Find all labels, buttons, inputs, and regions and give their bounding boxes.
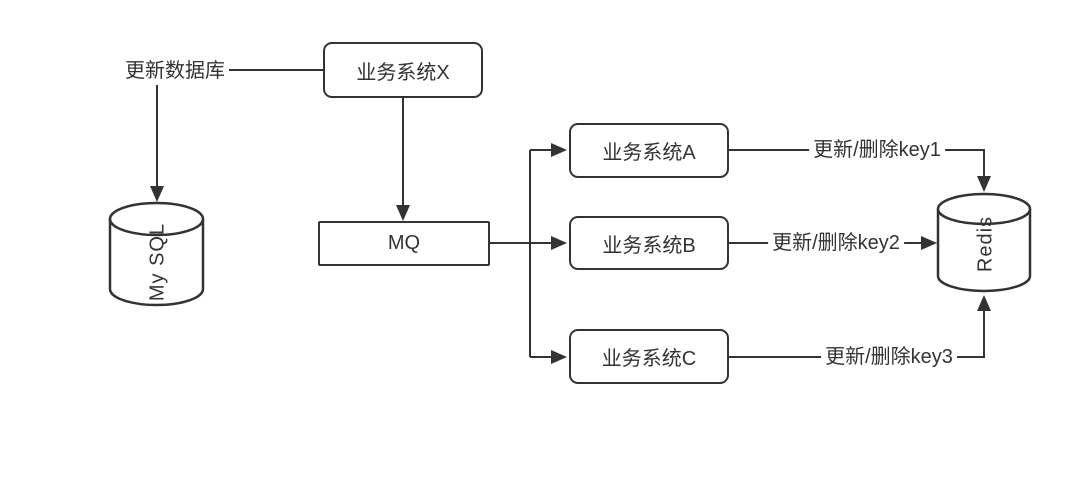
redis-cylinder-top xyxy=(936,192,1032,226)
arrowhead-to-systemc xyxy=(551,350,567,364)
arrowhead-to-mq xyxy=(396,205,410,221)
node-system-b-label: 业务系统B xyxy=(602,234,696,257)
arrowhead-to-redis-bottom xyxy=(977,295,991,311)
node-system-x-label: 业务系统X xyxy=(356,61,450,84)
mysql-cylinder xyxy=(108,201,205,307)
edge-label-key1: 更新/删除key1 xyxy=(809,139,945,161)
node-system-x: 业务系统X xyxy=(323,42,483,98)
node-system-c-label: 业务系统C xyxy=(601,348,697,370)
node-mq: MQ xyxy=(318,221,490,266)
mysql-db-label: My SQL xyxy=(146,222,169,302)
edge-label-key2: 更新/删除key2 xyxy=(768,232,904,254)
node-system-c: 业务系统C xyxy=(569,329,729,384)
arrowhead-to-redis-top xyxy=(977,176,991,192)
arrowhead-to-redis-left xyxy=(921,236,937,250)
node-mq-label: MQ xyxy=(387,232,421,254)
mysql-cylinder-body xyxy=(108,219,205,307)
mysql-cylinder-top xyxy=(108,201,205,237)
node-system-b: 业务系统B xyxy=(569,216,729,270)
redis-cylinder-body xyxy=(936,209,1032,293)
node-system-a: 业务系统A xyxy=(569,123,729,178)
arrowhead-to-mysql xyxy=(150,186,164,202)
arrowhead-to-systema xyxy=(551,143,567,157)
redis-cylinder xyxy=(936,192,1032,293)
edge-systemc-to-redis-line xyxy=(729,311,985,358)
arrowhead-to-systemb xyxy=(551,236,567,250)
redis-db-label: Redis xyxy=(974,215,997,273)
edge-label-update-db: 更新数据库 xyxy=(121,60,229,82)
edge-label-key3: 更新/删除key3 xyxy=(821,346,957,368)
node-system-a-label: 业务系统A xyxy=(602,142,696,164)
